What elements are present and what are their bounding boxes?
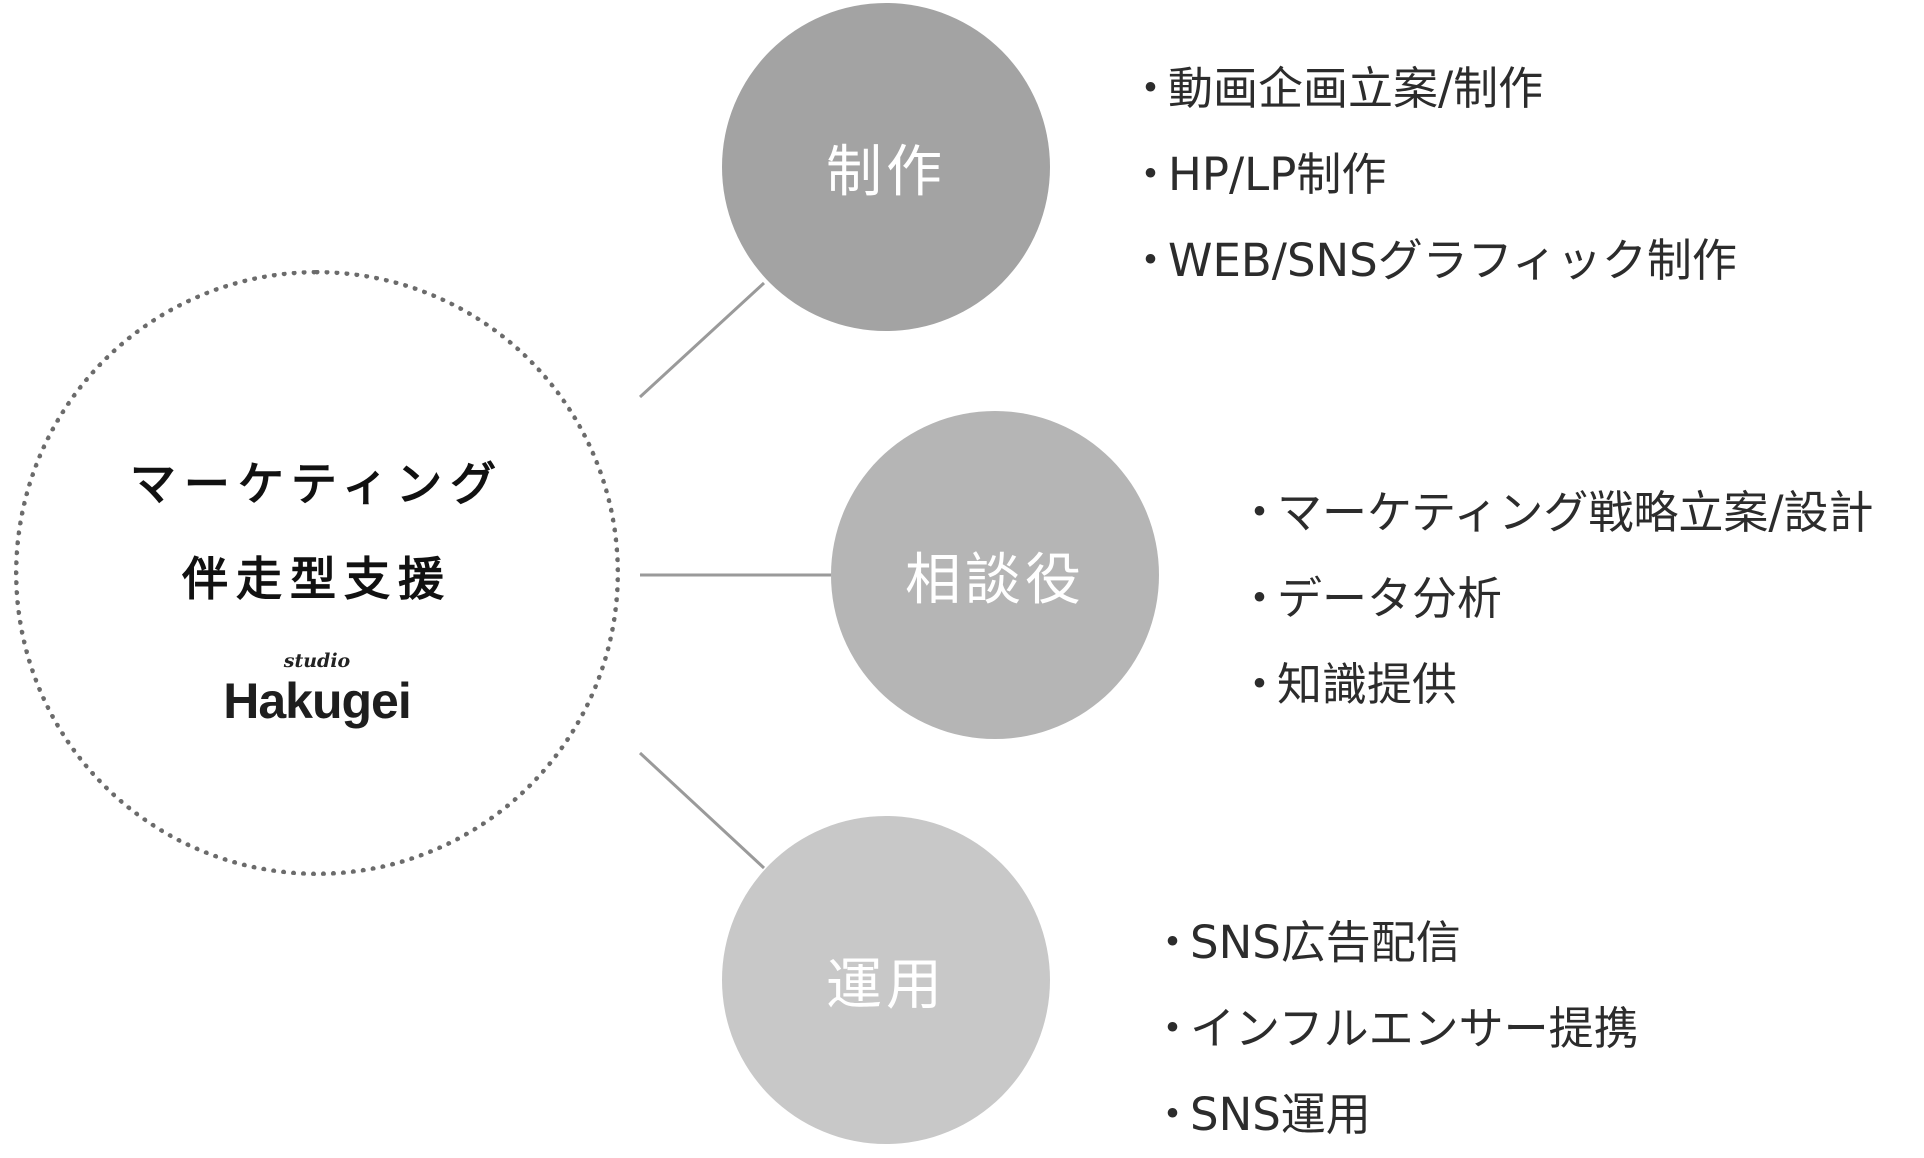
list-item-text: マーケティング戦略立案/設計: [1277, 486, 1874, 539]
branch-node-soudanyaku: 相談役: [831, 411, 1159, 739]
list-item: ・HP/LP制作: [1128, 132, 1737, 218]
list-item-text: HP/LP制作: [1168, 148, 1387, 201]
list-item-text: 知識提供: [1277, 658, 1458, 711]
list-item: ・インフルエンサー提携: [1150, 986, 1639, 1072]
list-item-text: 動画企画立案/制作: [1168, 62, 1544, 115]
center-title-line2: 伴走型支援: [182, 552, 452, 606]
bullet-mark: ・: [1128, 148, 1174, 201]
branch-node-seisaku: 制作: [722, 3, 1050, 331]
connector-line-unyou: [638, 751, 766, 870]
connector-line-seisaku: [638, 281, 766, 399]
list-item: ・データ分析: [1237, 556, 1874, 642]
list-item-text: WEB/SNSグラフィック制作: [1168, 234, 1737, 287]
center-hub-circle: [14, 270, 620, 876]
bullet-mark: ・: [1237, 572, 1283, 625]
list-item-text: SNS運用: [1190, 1088, 1371, 1141]
center-title-line1: マーケティング: [129, 457, 505, 511]
list-item-text: SNS広告配信: [1190, 916, 1461, 969]
list-item-text: データ分析: [1277, 572, 1503, 625]
list-item: ・マーケティング戦略立案/設計: [1237, 470, 1874, 556]
list-item: ・SNS広告配信: [1150, 900, 1639, 986]
studio-logo-tagline: studio: [283, 650, 351, 672]
bullet-mark: ・: [1150, 1088, 1196, 1141]
hakugei-logo: Hakugei: [223, 673, 412, 729]
list-item-text: インフルエンサー提携: [1190, 1002, 1639, 1055]
list-item: ・WEB/SNSグラフィック制作: [1128, 218, 1737, 304]
list-item: ・SNS運用: [1150, 1072, 1639, 1158]
bullet-mark: ・: [1128, 62, 1174, 115]
branch-label-soudanyaku: 相談役: [905, 547, 1085, 613]
branch-label-seisaku: 制作: [826, 139, 946, 205]
branch-label-unyou: 運用: [826, 952, 946, 1018]
list-item: ・動画企画立案/制作: [1128, 46, 1737, 132]
branch-list-seisaku: ・動画企画立案/制作 ・HP/LP制作 ・WEB/SNSグラフィック制作: [1128, 46, 1737, 304]
bullet-mark: ・: [1237, 486, 1283, 539]
list-item: ・知識提供: [1237, 642, 1874, 728]
branch-list-soudanyaku: ・マーケティング戦略立案/設計 ・データ分析 ・知識提供: [1237, 470, 1874, 728]
branch-node-unyou: 運用: [722, 816, 1050, 1144]
bullet-mark: ・: [1128, 234, 1174, 287]
branch-list-unyou: ・SNS広告配信 ・インフルエンサー提携 ・SNS運用: [1150, 900, 1639, 1158]
bullet-mark: ・: [1150, 1002, 1196, 1055]
bullet-mark: ・: [1237, 658, 1283, 711]
bullet-mark: ・: [1150, 916, 1196, 969]
